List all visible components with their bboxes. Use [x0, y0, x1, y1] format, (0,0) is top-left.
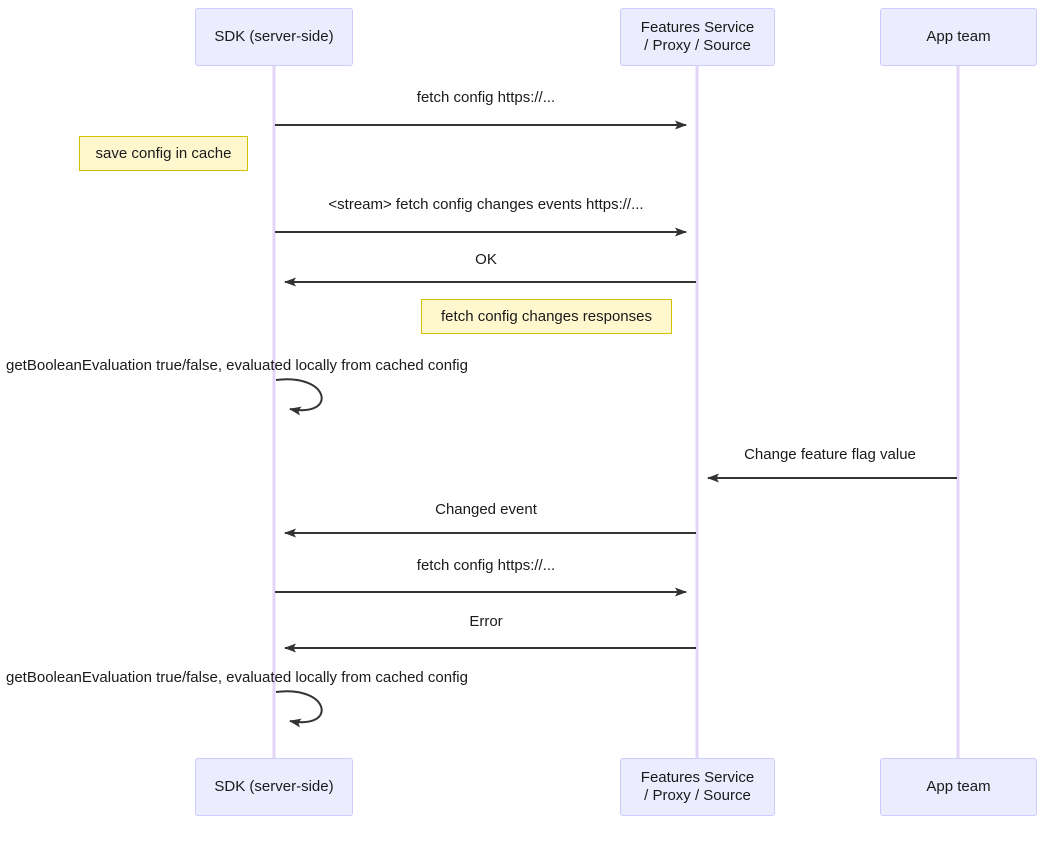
note-fetch-config-changes-responses: fetch config changes responses [421, 299, 672, 334]
actor-box-features-service-bottom[interactable]: Features Service / Proxy / Source [620, 758, 775, 816]
message-label-ok: OK [475, 251, 497, 268]
message-label-self-loop-1: getBooleanEvaluation true/false, evaluat… [6, 357, 468, 374]
lifelines [272, 66, 960, 758]
message-label-change-feature-flag: Change feature flag value [744, 446, 916, 463]
message-label-error: Error [469, 613, 503, 630]
message-label-fetch-config-1: fetch config https://... [416, 89, 556, 106]
message-arrows [275, 120, 957, 728]
message-label-stream-fetch-config-changes: <stream> fetch config changes events htt… [328, 196, 644, 213]
message-arrow-self-loop-1 [275, 378, 323, 416]
message-label-self-loop-2: getBooleanEvaluation true/false, evaluat… [6, 669, 468, 686]
actor-box-sdk-top[interactable]: SDK (server-side) [195, 8, 353, 66]
note-save-config-in-cache: save config in cache [79, 136, 248, 171]
actor-box-app-team-top[interactable]: App team [880, 8, 1037, 66]
message-label-changed-event: Changed event [435, 501, 537, 518]
actor-box-features-service-top[interactable]: Features Service / Proxy / Source [620, 8, 775, 66]
message-label-fetch-config-2: fetch config https://... [416, 557, 556, 574]
actor-box-sdk-bottom[interactable]: SDK (server-side) [195, 758, 353, 816]
actor-box-app-team-bottom[interactable]: App team [880, 758, 1037, 816]
message-arrow-self-loop-2 [275, 690, 323, 728]
